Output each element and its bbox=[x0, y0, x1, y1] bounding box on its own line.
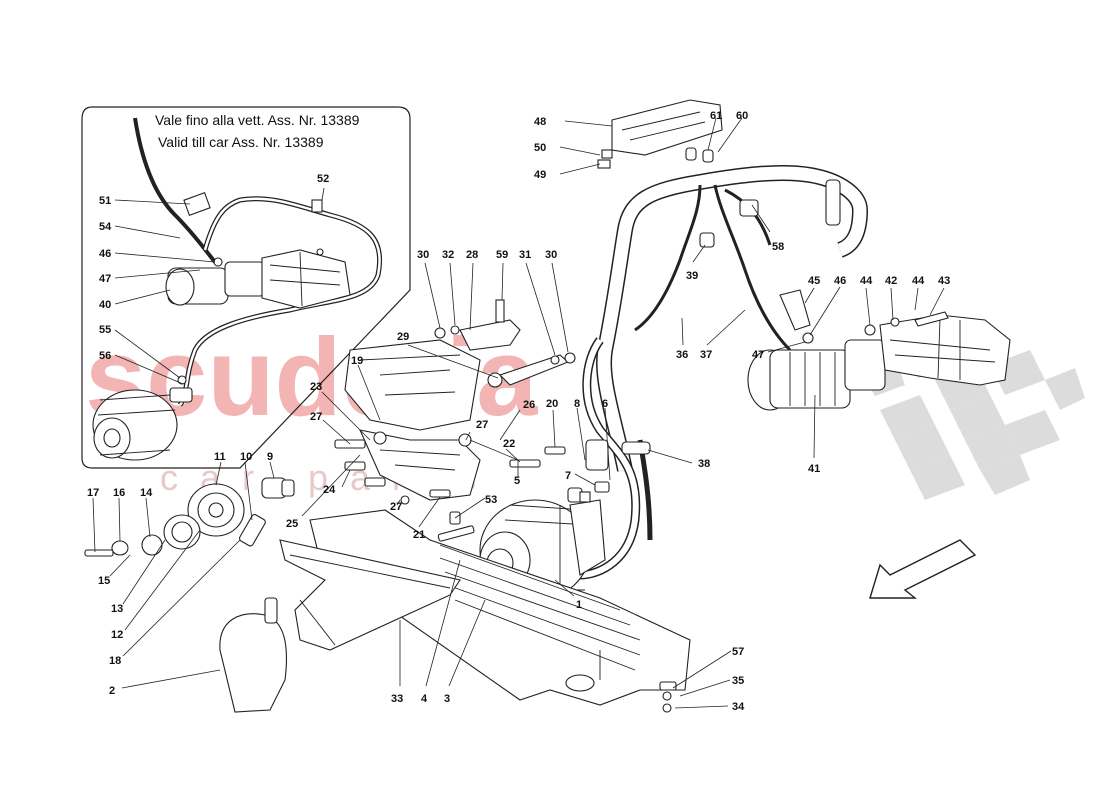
callout-24: 24 bbox=[323, 484, 336, 496]
alternator-bracket bbox=[334, 299, 576, 525]
callout-40: 40 bbox=[99, 299, 111, 311]
callout-30-a: 30 bbox=[417, 249, 429, 261]
callout-29: 29 bbox=[397, 331, 409, 343]
callout-43: 43 bbox=[938, 275, 950, 287]
callout-3: 3 bbox=[444, 693, 450, 705]
callout-52: 52 bbox=[317, 173, 329, 185]
callout-4: 4 bbox=[421, 693, 428, 705]
callout-numbers: 48 50 49 61 60 58 39 45 46 44 42 44 43 4… bbox=[87, 110, 950, 713]
callout-27-c: 27 bbox=[390, 501, 402, 513]
pulley-cover bbox=[219, 597, 288, 713]
callout-30-b: 30 bbox=[545, 249, 557, 261]
callout-5: 5 bbox=[514, 475, 520, 487]
callout-16: 16 bbox=[113, 487, 125, 499]
callout-28: 28 bbox=[466, 249, 478, 261]
callout-59: 59 bbox=[496, 249, 508, 261]
callout-44-a: 44 bbox=[860, 275, 873, 287]
direction-arrow bbox=[869, 539, 977, 599]
callout-48: 48 bbox=[534, 116, 546, 128]
starter-motor bbox=[747, 289, 1011, 411]
callout-1: 1 bbox=[576, 599, 582, 611]
pulley-assembly bbox=[84, 477, 461, 651]
callout-47-inset: 47 bbox=[99, 273, 111, 285]
callout-2: 2 bbox=[109, 685, 115, 697]
callout-33: 33 bbox=[391, 693, 403, 705]
callout-14: 14 bbox=[140, 487, 153, 499]
callout-8: 8 bbox=[574, 398, 580, 410]
callout-12: 12 bbox=[111, 629, 123, 641]
callout-54: 54 bbox=[99, 221, 112, 233]
callout-56: 56 bbox=[99, 350, 111, 362]
callout-57: 57 bbox=[732, 646, 744, 658]
callout-13: 13 bbox=[111, 603, 123, 615]
callout-46-inset: 46 bbox=[99, 248, 111, 260]
callout-38: 38 bbox=[698, 458, 710, 470]
callout-15: 15 bbox=[98, 575, 110, 587]
callout-31: 31 bbox=[519, 249, 531, 261]
callout-17: 17 bbox=[87, 487, 99, 499]
callout-7: 7 bbox=[565, 470, 571, 482]
callout-45: 45 bbox=[808, 275, 820, 287]
callout-44-b: 44 bbox=[912, 275, 925, 287]
callout-39: 39 bbox=[686, 270, 698, 282]
inset-alternator bbox=[92, 375, 193, 461]
callout-34: 34 bbox=[732, 701, 745, 713]
callout-25: 25 bbox=[286, 518, 298, 530]
callout-11: 11 bbox=[214, 451, 226, 463]
callout-60: 60 bbox=[736, 110, 748, 122]
callout-6: 6 bbox=[602, 398, 608, 410]
callout-21: 21 bbox=[413, 529, 425, 541]
callout-58: 58 bbox=[772, 241, 784, 253]
inset-note-line1: Vale fino alla vett. Ass. Nr. 13389 bbox=[155, 112, 360, 128]
callout-26: 26 bbox=[523, 399, 535, 411]
inset-panel: Vale fino alla vett. Ass. Nr. 13389 Vali… bbox=[81, 106, 411, 469]
callout-36: 36 bbox=[676, 349, 688, 361]
callout-20: 20 bbox=[546, 398, 558, 410]
inset-starter-motor bbox=[165, 192, 351, 309]
callout-50: 50 bbox=[534, 142, 546, 154]
callout-19: 19 bbox=[351, 355, 363, 367]
callout-27-b: 27 bbox=[476, 419, 488, 431]
callout-9: 9 bbox=[267, 451, 273, 463]
callout-10: 10 bbox=[240, 451, 252, 463]
callout-32: 32 bbox=[442, 249, 454, 261]
callout-18: 18 bbox=[109, 655, 121, 667]
callout-55: 55 bbox=[99, 324, 111, 336]
inset-note-line2: Valid till car Ass. Nr. 13389 bbox=[158, 134, 324, 150]
callout-53: 53 bbox=[485, 494, 497, 506]
callout-42: 42 bbox=[885, 275, 897, 287]
callout-47-right: 47 bbox=[752, 349, 764, 361]
alternator bbox=[437, 481, 610, 601]
callout-61: 61 bbox=[710, 110, 722, 122]
leader-lines bbox=[92, 117, 945, 709]
callout-22: 22 bbox=[503, 438, 515, 450]
callout-51: 51 bbox=[99, 195, 111, 207]
fastener-set bbox=[659, 681, 677, 713]
top-bracket bbox=[597, 99, 759, 248]
callout-49: 49 bbox=[534, 169, 546, 181]
callout-37: 37 bbox=[700, 349, 712, 361]
callout-35: 35 bbox=[732, 675, 744, 687]
callout-23: 23 bbox=[310, 381, 322, 393]
callout-41: 41 bbox=[808, 463, 820, 475]
callout-27-a: 27 bbox=[310, 411, 322, 423]
main-cable-harness bbox=[579, 164, 869, 580]
callout-46-right: 46 bbox=[834, 275, 846, 287]
